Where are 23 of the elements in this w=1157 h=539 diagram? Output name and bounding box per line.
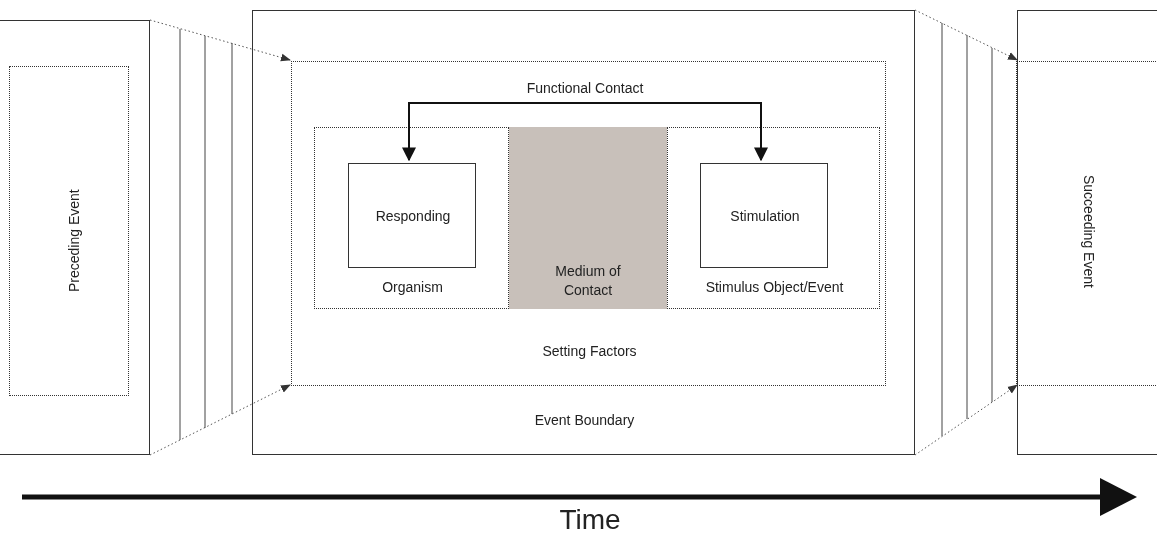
medium-panel: [509, 127, 667, 309]
event-boundary-box: [252, 10, 915, 455]
node-label: Event Boundary: [533, 411, 636, 430]
node-label: Succeeding Event: [1079, 173, 1098, 290]
axis-label: Time: [558, 504, 622, 536]
node-label: Preceding Event: [64, 188, 83, 295]
event-box: [1017, 10, 1157, 455]
node-label: Organism: [381, 278, 444, 297]
stimulus-frame: [667, 127, 880, 309]
node-label: Medium of Contact: [554, 262, 622, 300]
dotted-arrow: [149, 384, 291, 456]
process-box: [700, 163, 828, 268]
dotted-arrow: [149, 19, 291, 62]
dotted-arrow: [914, 384, 1018, 456]
node-label: Stimulation: [729, 207, 801, 226]
double-arrow: [402, 102, 768, 162]
node-label: Stimulus Object/Event: [704, 278, 845, 297]
event-box: [0, 20, 150, 455]
process-box: [348, 163, 476, 268]
node-label: Setting Factors: [541, 342, 638, 361]
node-label: Responding: [374, 207, 452, 226]
dotted-arrow: [914, 9, 1018, 61]
setting-factors-frame: [291, 61, 886, 386]
